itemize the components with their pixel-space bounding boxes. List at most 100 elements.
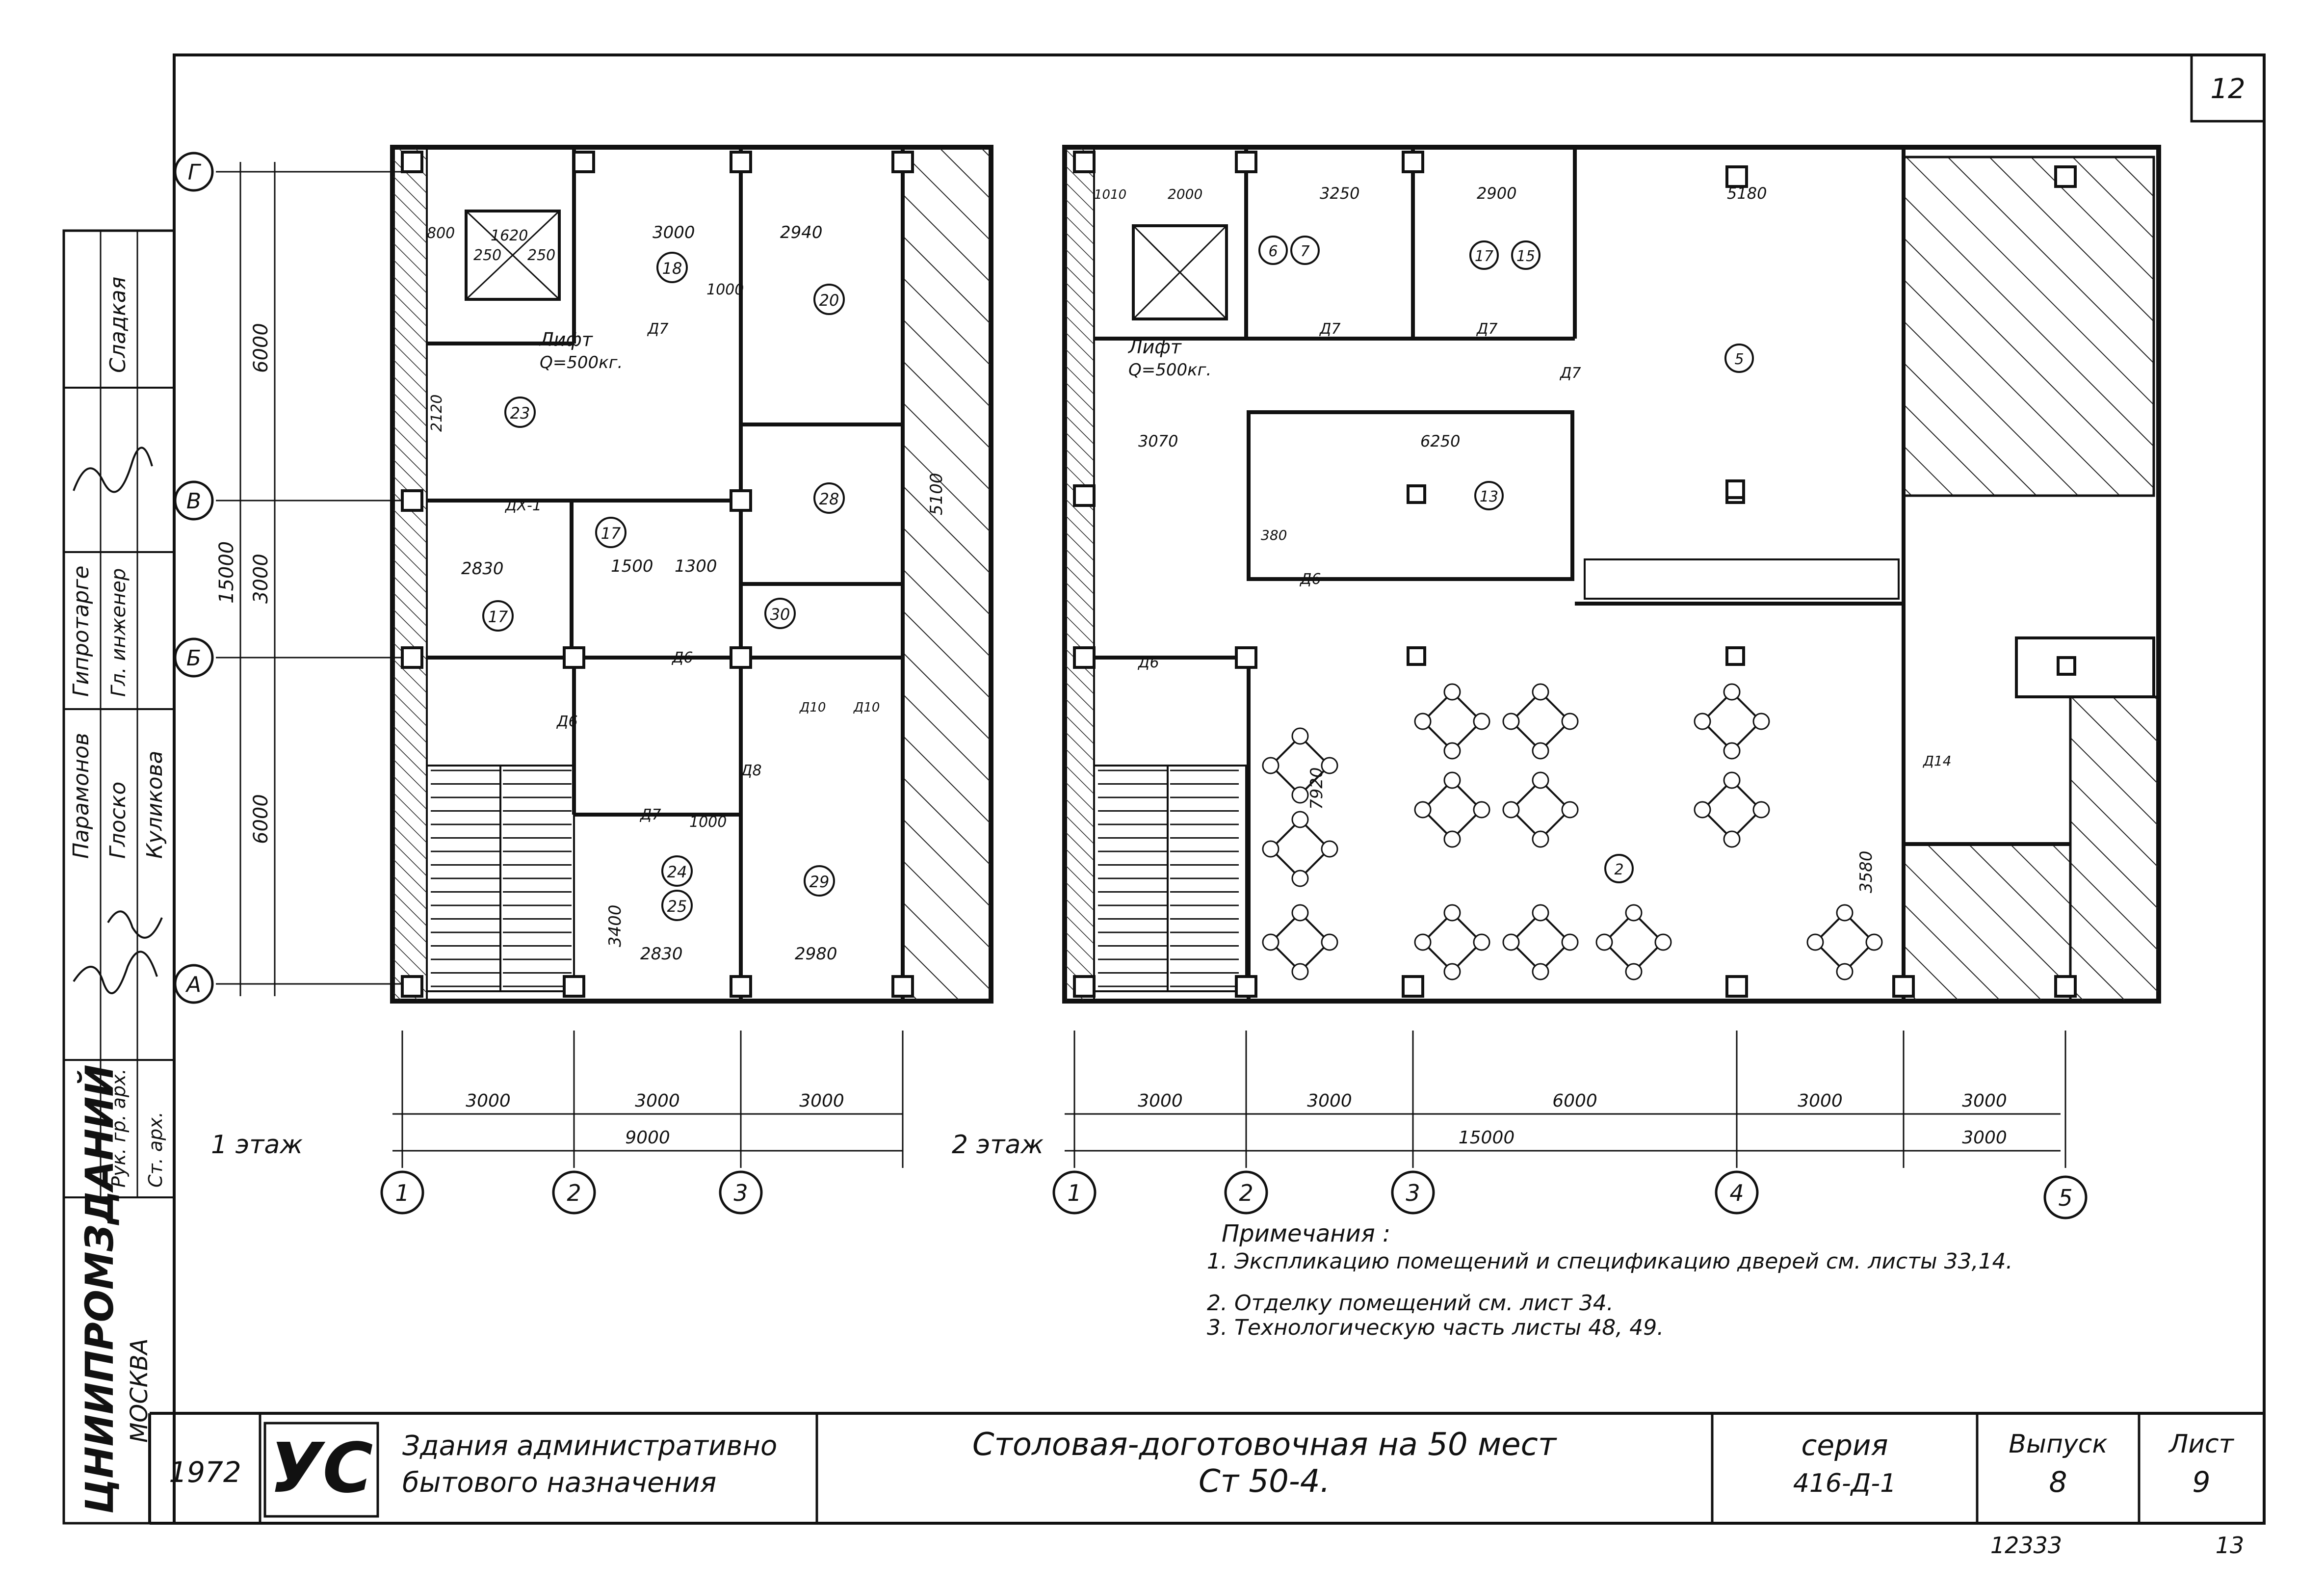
- note-1: 1. Экспликацию помещений и спецификацию …: [1207, 1249, 2013, 1274]
- chair: [1532, 963, 1549, 980]
- chair: [1654, 933, 1672, 951]
- door-tag: Д10: [799, 700, 826, 715]
- dining-table: [1421, 690, 1483, 752]
- floor1-bottom-dim-3: 3000: [799, 1091, 844, 1111]
- signature-1: [73, 447, 153, 493]
- room-tag: 29: [809, 873, 830, 891]
- axis-row-label: В: [186, 489, 201, 514]
- dining-table: [1421, 911, 1483, 973]
- chair: [1532, 904, 1549, 922]
- axis-col-label: 5: [2058, 1185, 2072, 1211]
- chair: [1723, 771, 1741, 789]
- room-tag: 23: [510, 404, 530, 423]
- stamp-role-3: Ст. арх.: [145, 1112, 166, 1188]
- dim-label: 2830: [640, 944, 683, 964]
- dim-label: 2940: [780, 223, 823, 242]
- room-tag: 6: [1268, 243, 1278, 260]
- door-tag: Д6: [671, 649, 693, 666]
- chair: [1443, 963, 1461, 980]
- floor1-room-tags: 18 20 23 17 17 28 30 24 25 29: [482, 252, 845, 921]
- drawing-title-line-2: Ст 50-4.: [1199, 1463, 1330, 1500]
- floor2-door-tags: Д6 Д6 Д7 Д7 Д7 Д14: [1137, 320, 1952, 769]
- room-tag: 17: [1475, 248, 1493, 265]
- series-label: серия: [1802, 1429, 1888, 1462]
- chair: [1443, 742, 1461, 760]
- door-tag: Д7: [1319, 320, 1341, 338]
- floor2-lift-capacity: Q=500кг.: [1128, 360, 1211, 380]
- dining-table: [1603, 911, 1665, 973]
- dim-label: 5100: [927, 473, 946, 515]
- chair: [1291, 904, 1309, 922]
- room-tag: 13: [1480, 488, 1498, 505]
- chair: [1694, 713, 1711, 730]
- dim-label: 1300: [675, 556, 717, 576]
- chair: [1321, 757, 1338, 774]
- axis-col-label: 1: [395, 1180, 409, 1206]
- room-tag: 18: [662, 259, 682, 278]
- room-tag: 7: [1300, 243, 1309, 260]
- dim-label: 3580: [1856, 850, 1876, 893]
- floor2-lift-shaft: [1132, 224, 1228, 320]
- dim-label: 3250: [1320, 184, 1359, 203]
- room-tag: 17: [601, 524, 621, 543]
- dining-table: [1510, 690, 1571, 752]
- door-tag: Д6: [556, 713, 578, 730]
- dim-label: 5180: [1727, 184, 1767, 203]
- chair: [1532, 742, 1549, 760]
- signature-2: [73, 951, 158, 994]
- floor1-bottom-dims: [392, 1031, 904, 1168]
- chair: [1414, 801, 1432, 819]
- axis-col-label: 3: [733, 1180, 748, 1206]
- chair: [1321, 840, 1338, 858]
- chair: [1443, 904, 1461, 922]
- room-tag: 30: [770, 605, 790, 624]
- floor2-bottom-dim-4: 3000: [1798, 1091, 1843, 1111]
- room-tag: 25: [667, 897, 687, 916]
- dining-table: [1269, 818, 1331, 880]
- dining-table: [1701, 779, 1763, 841]
- chair: [1291, 963, 1309, 980]
- floor1-bottom-dim-2: 3000: [635, 1091, 680, 1111]
- floor1-row-gridlines: [216, 171, 407, 985]
- dim-label: 2000: [1168, 186, 1202, 202]
- sheet-number: 12: [2210, 73, 2245, 105]
- floor1-left-total: 15000: [215, 541, 238, 604]
- chair: [1502, 713, 1520, 730]
- dim-label: 2830: [461, 559, 504, 579]
- chair: [1414, 713, 1432, 730]
- category-line-2: бытового назначения: [402, 1467, 716, 1499]
- door-tag: Д7: [639, 806, 661, 823]
- dim-label: 1010: [1094, 187, 1126, 202]
- floor1-left-dim-1: 6000: [250, 323, 272, 373]
- dim-label: 250: [473, 247, 501, 264]
- chair: [1262, 757, 1280, 774]
- door-tag: Д8: [740, 762, 762, 779]
- dim-label: 2120: [428, 395, 445, 432]
- dining-table: [1269, 735, 1331, 796]
- floor2-hatched-zone-bottom-left: [1902, 843, 2072, 1003]
- chair: [1806, 933, 1824, 951]
- chair: [1723, 830, 1741, 848]
- chair: [1473, 713, 1490, 730]
- stamp-name-5: Сладкая: [105, 277, 131, 373]
- door-tag: ДХ-1: [504, 497, 542, 514]
- floor1-bottom-dim-1: 3000: [466, 1091, 511, 1111]
- title-year: 1972: [169, 1456, 241, 1489]
- dining-table: [1269, 911, 1331, 973]
- door-tag: Д6: [1299, 571, 1321, 588]
- dim-label: 3400: [605, 904, 625, 947]
- chair: [1291, 727, 1309, 745]
- stamp-name-4: Куликова: [142, 751, 167, 859]
- floor1-door-tags: Д7 Д7 Д6 Д6 Д8 Д10 Д10 ДХ-1: [504, 320, 880, 823]
- floor1-columns: [401, 151, 914, 998]
- door-tag: Д7: [647, 320, 669, 338]
- sheet-number-box: [2190, 53, 2266, 123]
- room-tag: 28: [819, 490, 839, 508]
- signature-3: [107, 910, 163, 939]
- floor2-left-wall-hatch: [1064, 146, 1095, 1002]
- door-tag: Д14: [1922, 753, 1952, 769]
- dim-label: 250: [527, 247, 555, 264]
- chair: [1443, 683, 1461, 701]
- axis-col-label: 1: [1067, 1180, 1081, 1206]
